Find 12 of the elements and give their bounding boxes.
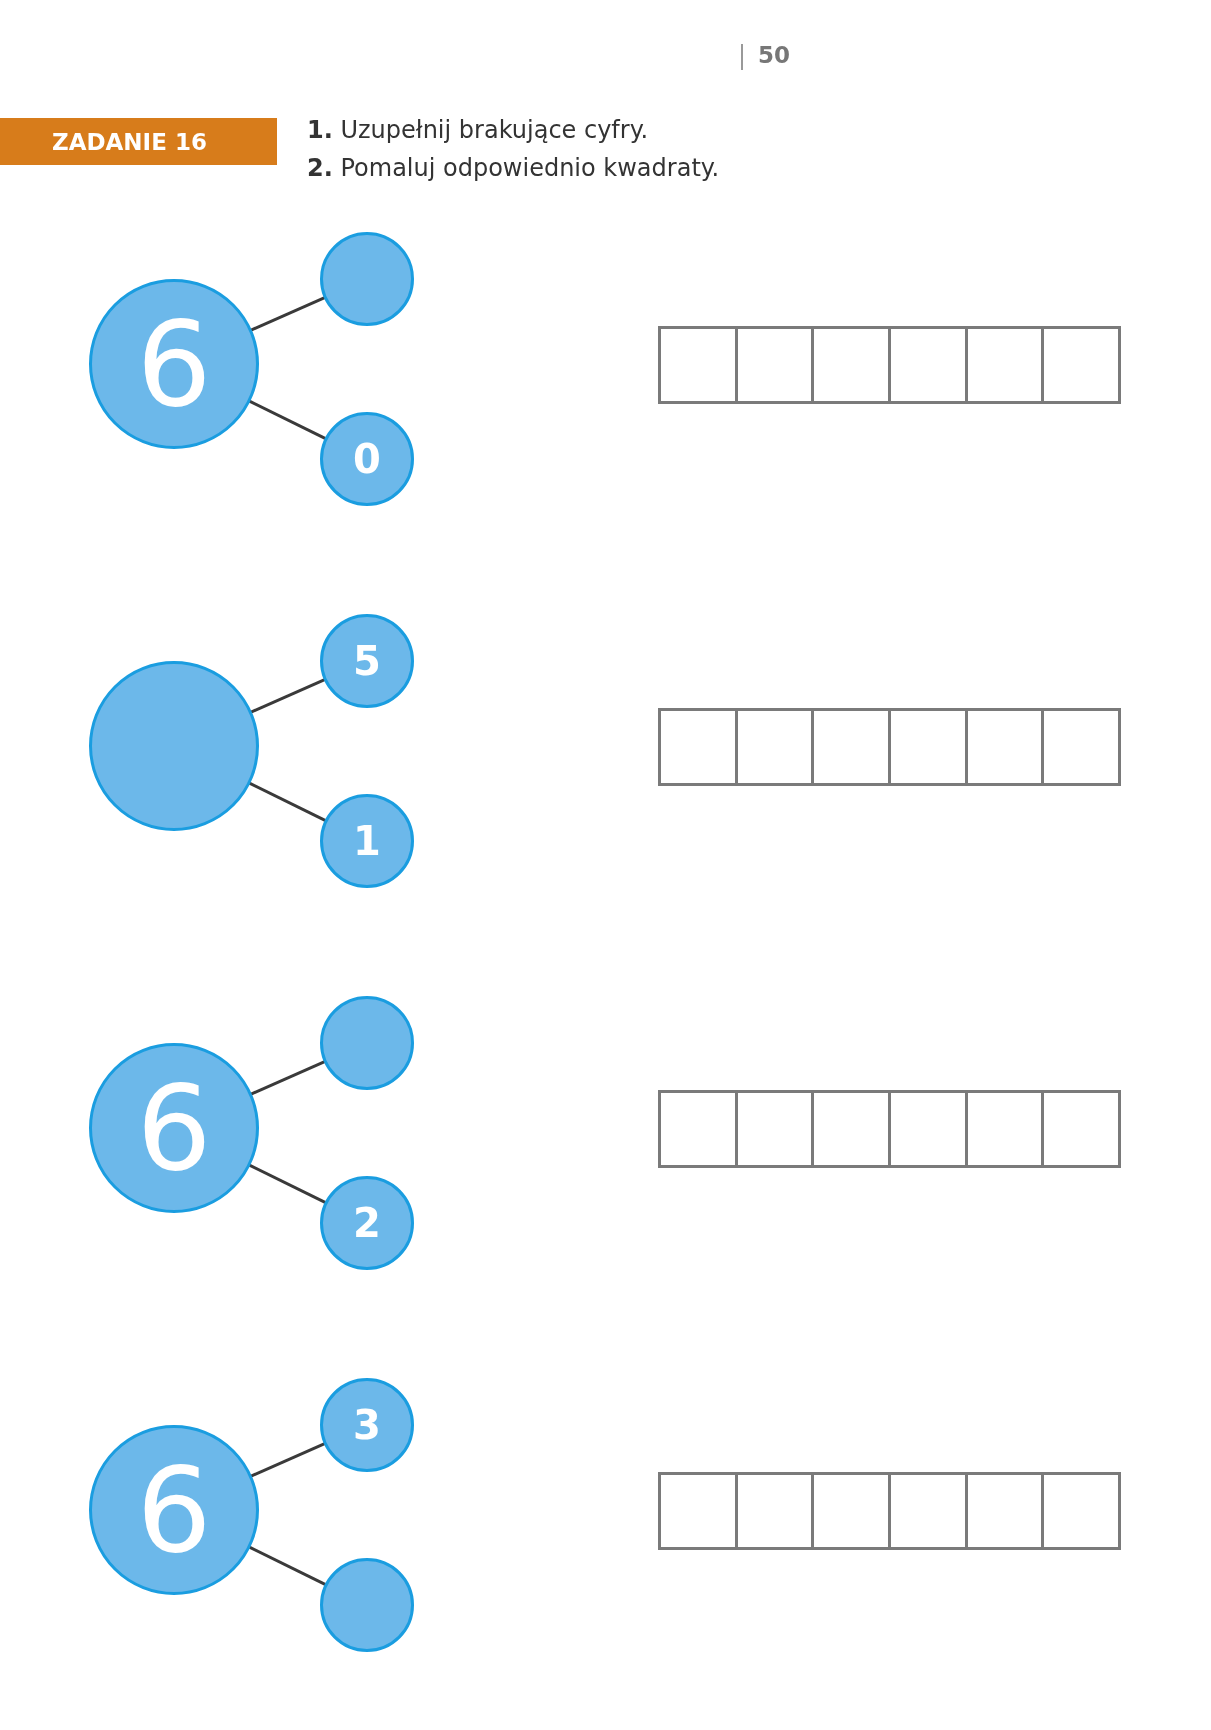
number: 6: [136, 1451, 212, 1569]
number: 5: [353, 641, 381, 681]
number: 1: [353, 821, 381, 861]
task-heading: ZADANIE 16: [0, 118, 277, 165]
number: 3: [353, 1405, 381, 1445]
number: 0: [353, 439, 381, 479]
number: 2: [353, 1203, 381, 1243]
page-number: 50: [758, 42, 790, 68]
instruction-text: 2. Pomaluj odpowiednio kwadraty.: [307, 154, 720, 182]
number: 6: [136, 1069, 212, 1187]
instruction-text: 1. Uzupełnij brakujące cyfry.: [307, 116, 649, 144]
number: 6: [136, 305, 212, 423]
